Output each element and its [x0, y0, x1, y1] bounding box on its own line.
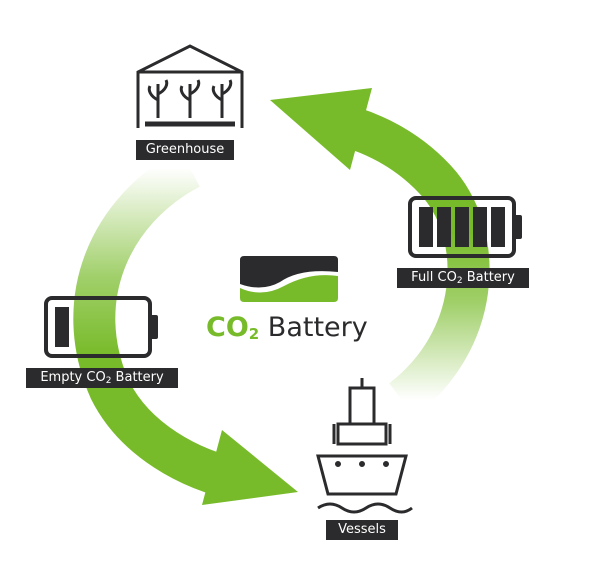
vessels-label: Vessels — [326, 520, 398, 540]
greenhouse-label-text: Greenhouse — [145, 142, 225, 157]
empty-battery-icon — [44, 296, 158, 358]
full-battery-label-text: Full CO — [411, 270, 457, 285]
greenhouse-icon — [136, 44, 244, 128]
empty-battery-label-sub: 2 — [105, 376, 112, 386]
cycle-arrow-icon-right — [270, 88, 490, 417]
full-battery-label-suffix: Battery — [462, 270, 515, 285]
full-battery-icon — [408, 196, 522, 258]
brand-sub: 2 — [248, 325, 260, 343]
vessel-icon — [316, 378, 413, 514]
brand-co: CO — [206, 312, 249, 343]
vessels-label-text: Vessels — [338, 522, 386, 537]
empty-battery-label: Empty CO2 Battery — [26, 368, 178, 388]
full-battery-label-sub: 2 — [456, 276, 463, 286]
co2-battery-logo-icon — [240, 256, 338, 302]
greenhouse-label: Greenhouse — [136, 140, 234, 160]
empty-battery-label-suffix: Battery — [111, 370, 164, 385]
brand-title: CO2 Battery — [206, 312, 368, 343]
empty-battery-label-text: Empty CO — [40, 370, 106, 385]
brand-co2: CO2 — [206, 312, 259, 343]
brand-word: Battery — [259, 312, 368, 343]
full-battery-label: Full CO2 Battery — [397, 268, 529, 288]
